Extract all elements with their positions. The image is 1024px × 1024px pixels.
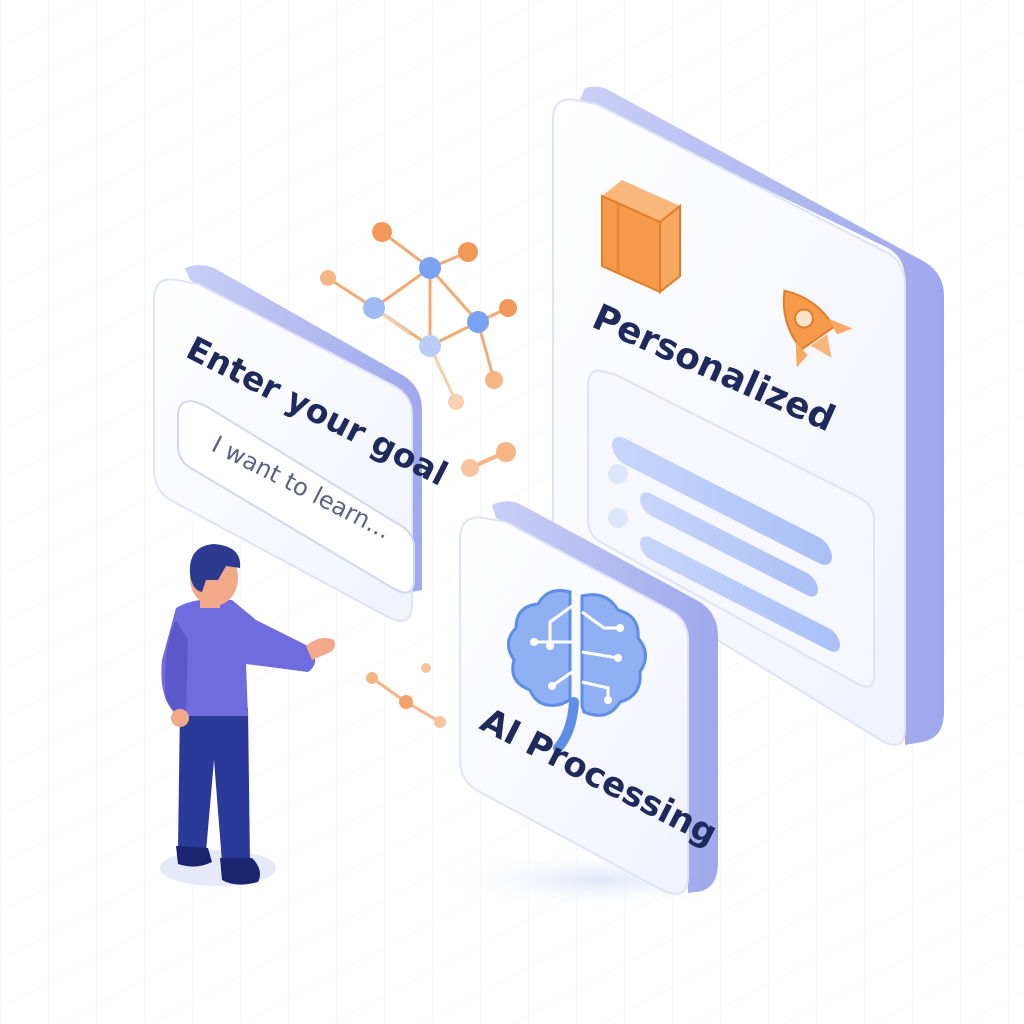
list-bar-2 [640, 492, 818, 597]
brain-icon [507, 589, 647, 753]
graph-node [458, 242, 478, 262]
result-list-panel [587, 369, 875, 688]
person-hand-right [306, 638, 335, 660]
person-figure [160, 544, 335, 886]
graph-node [448, 394, 464, 410]
connector-dots-bottom [366, 663, 446, 728]
list-bullet-2 [608, 508, 628, 528]
result-card-edge [580, 86, 944, 745]
graph-node [499, 299, 517, 317]
graph-node [363, 297, 385, 319]
person-hair [189, 544, 241, 592]
processing-card: AI Processing [430, 501, 770, 910]
graph-node [372, 222, 392, 242]
person-arm-left [165, 620, 188, 716]
processing-card-edge [492, 501, 718, 893]
list-bar-1 [612, 436, 832, 565]
processing-card-shadow [430, 850, 770, 910]
list-bullet-1 [608, 464, 628, 484]
graph-node [467, 311, 489, 333]
graph-node [419, 335, 441, 357]
goal-card-edge [185, 265, 422, 592]
person-hand-left [171, 709, 189, 727]
goal-card: Enter your goal I want to learn... [153, 265, 454, 622]
person-shoe-right [220, 858, 260, 885]
book-icon [601, 180, 681, 295]
graph-node [419, 257, 441, 279]
list-bar-3 [640, 536, 840, 652]
rocket-icon [782, 289, 853, 368]
connector-dots-top [461, 442, 516, 477]
person-shoe-left [176, 846, 212, 867]
graph-node [485, 371, 503, 389]
person-shirt [161, 599, 316, 716]
graph-node [320, 270, 336, 286]
network-graph [320, 222, 517, 410]
person-legs [178, 706, 250, 862]
